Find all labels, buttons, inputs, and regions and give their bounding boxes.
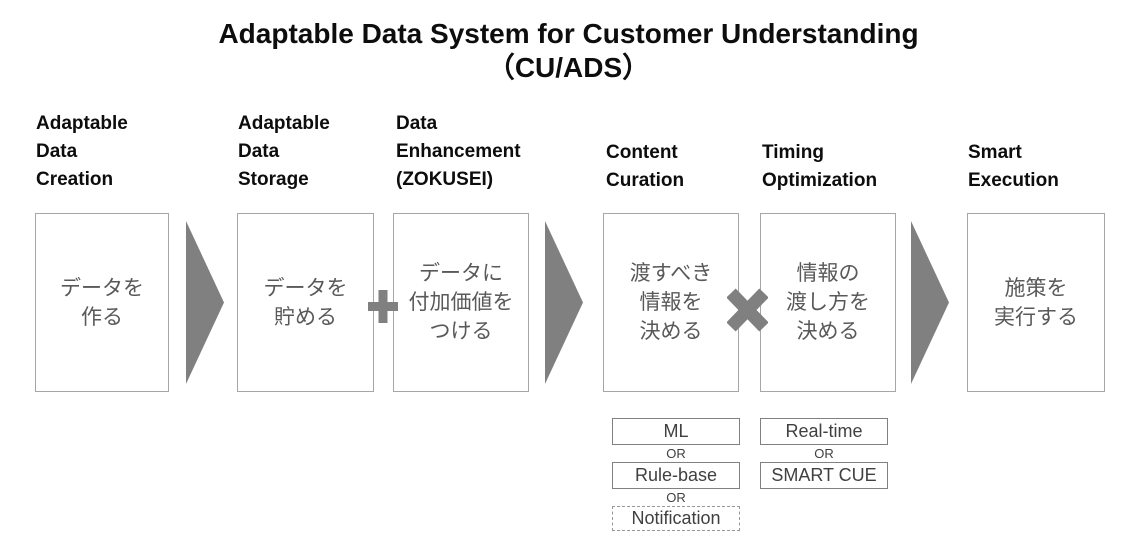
stage-box-smart-execution: 施策を 実行する (967, 213, 1105, 392)
timing-optimization-options: Real-time OR SMART CUE (760, 418, 888, 489)
stage-header-content-curation: Content Curation (606, 142, 685, 191)
option-ml: ML (612, 418, 740, 445)
option-rule-base: Rule-base (612, 462, 740, 489)
stage-box-adaptable-data-creation: データを 作る (35, 213, 169, 392)
arrow-right-icon (911, 221, 949, 384)
stage-header-timing-optimization: Timing Optimization (762, 142, 878, 191)
or-separator-label: OR (814, 446, 834, 461)
option-real-time: Real-time (760, 418, 888, 445)
multiply-icon (727, 287, 768, 333)
stage-box-content-curation: 渡すべき 情報を 決める (603, 213, 739, 392)
arrow-right-icon (186, 221, 224, 384)
plus-icon (368, 290, 398, 323)
stage-box-data-enhancement: データに 付加価値を つける (393, 213, 529, 392)
arrow-right-icon (545, 221, 583, 384)
or-separator-label: OR (666, 490, 686, 505)
content-curation-options: ML OR Rule-base OR Notification (612, 418, 740, 531)
stage-box-timing-optimization: 情報の 渡し方を 決める (760, 213, 896, 392)
page-title-line1: Adaptable Data System for Customer Under… (218, 18, 919, 49)
option-notification: Notification (612, 506, 740, 531)
stage-header-data-enhancement: Data Enhancement (ZOKUSEI) (396, 113, 521, 190)
or-separator-label: OR (666, 446, 686, 461)
stage-header-adaptable-data-creation: Adaptable Data Creation (36, 113, 128, 190)
stage-header-smart-execution: Smart Execution (968, 142, 1059, 191)
page-title: Adaptable Data System for Customer Under… (0, 17, 1137, 85)
stage-box-adaptable-data-storage: データを 貯める (237, 213, 374, 392)
option-smart-cue: SMART CUE (760, 462, 888, 489)
page-title-line2: （CU/ADS） (486, 52, 651, 83)
stage-header-adaptable-data-storage: Adaptable Data Storage (238, 113, 330, 190)
